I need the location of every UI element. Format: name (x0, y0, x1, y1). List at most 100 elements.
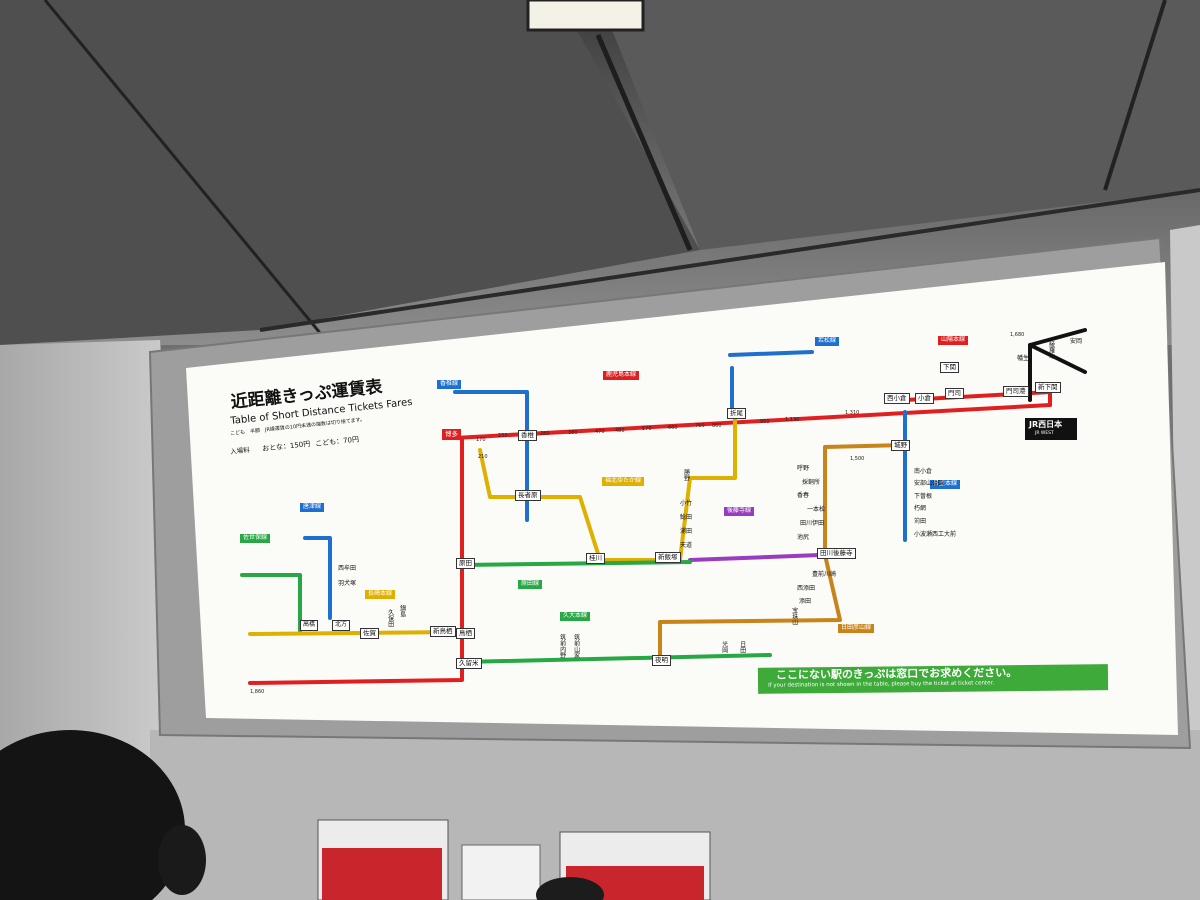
station-kyuragi: 西牟田 (338, 565, 357, 572)
station-kawara: 一本松 (807, 506, 826, 513)
station-bungomitsuyoshi: 日田 (738, 641, 746, 653)
station-kotake: 鯰田 (680, 514, 693, 521)
fare-570: 570 (642, 426, 652, 432)
fare-1310: 1,310 (845, 410, 860, 416)
sasebo-line (240, 573, 302, 635)
fare-950: 950 (760, 419, 770, 425)
line-label-fukuhoku: 福北ゆたか線 (602, 477, 645, 486)
fare-1500: 1,500 (850, 456, 865, 462)
hub-hakata: 博多 (442, 429, 461, 441)
fare-470: 470 (595, 429, 605, 435)
hub-shimonoseki: 下関 (940, 362, 959, 374)
fare-1680: 1,680 (1010, 332, 1025, 338)
station-yasuoka: 安岡 (1070, 338, 1083, 345)
station-tagawaita: 池尻 (797, 534, 810, 541)
hub-saga: 佐賀 (360, 628, 379, 640)
gotoji-line (688, 553, 822, 562)
line-label-sasebo: 佐世保線 (240, 534, 271, 543)
station-obasenishikodaimae: 小波瀬西工大前 (914, 531, 957, 538)
fare-210: 210 (478, 454, 488, 460)
fare-380: 380 (568, 430, 578, 436)
station-abeyamakoen: 安部山公園 (914, 480, 945, 487)
line-label-sanyo: 山陽本線 (938, 336, 969, 345)
notice-paper (461, 844, 541, 900)
line-label-hitahikosan: 日田彦山線 (838, 624, 875, 633)
hub-harada: 原田 (456, 558, 475, 570)
hub-chojabaru: 長者原 (515, 490, 541, 502)
fukuhoku-line (478, 413, 737, 562)
station-namazuta: 浦田 (680, 528, 693, 535)
bottom-notice-jp: ここにない駅のきっぷは窓口でお求めください。 (775, 666, 1018, 682)
fare-760: 760 (695, 423, 705, 429)
station-kanzaki: 久保田 (386, 609, 394, 627)
station-katsuno: 小竹 (680, 500, 693, 507)
kagoshima-line-main (453, 403, 1052, 440)
bottom-notice: ここにない駅のきっぷは窓口でお求めください。 If your destinati… (757, 664, 1109, 694)
hub-jono: 城野 (891, 440, 910, 452)
station-chikuzenuchino: 筑前内野 (558, 634, 566, 658)
station-buzenkawasaki: 西添田 (797, 585, 816, 592)
hub-tosu: 鳥栖 (456, 628, 475, 640)
hub-orio: 折尾 (727, 408, 746, 420)
ceiling-panel-left (0, 0, 700, 345)
fare-660: 660 (668, 425, 678, 431)
station-ayaragi: 綾羅木 (1047, 341, 1055, 359)
station-kusami: 朽網 (914, 505, 927, 512)
station-saidosho: 香春 (797, 492, 810, 499)
kashii-line (453, 390, 529, 522)
station-ipponmatsu: 田川伊田 (800, 520, 825, 527)
sign-panel (186, 262, 1178, 735)
sanyo-black-2 (1028, 343, 1087, 374)
hub-shinshimonoseki: 新下関 (1035, 382, 1061, 394)
fare-280: 280 (540, 431, 550, 437)
line-label-nippo: 日豊本線 (930, 480, 961, 489)
station-minamikokura: 南小倉 (914, 468, 933, 475)
line-label-nagasaki: 長崎本線 (365, 590, 396, 599)
station-taku: 羽犬塚 (338, 580, 357, 587)
ceiling-panel-right (600, 0, 1200, 250)
fare-1130: 1,130 (785, 417, 800, 423)
station-shimosone: 下曽根 (914, 493, 933, 500)
harada-line (460, 560, 692, 567)
hub-yoake: 夜明 (652, 655, 671, 667)
line-label-kashii: 香椎線 (437, 380, 462, 389)
line-label-karatsu: 唐津線 (300, 503, 325, 512)
line-label-kagoshima: 鹿児島本線 (603, 371, 640, 380)
fare-860: 860 (712, 423, 722, 429)
hub-shintosu: 新鳥栖 (430, 626, 456, 638)
station-nogata: 勝野 (682, 469, 690, 481)
hub-kurume: 久留米 (456, 658, 482, 670)
nagasaki-line (248, 630, 464, 636)
line-label-wakamatsu: 若松線 (815, 337, 840, 346)
fare-1860: 1,860 (250, 689, 265, 695)
station-kanda: 苅田 (914, 518, 927, 525)
station-kubota: 北方 (332, 620, 351, 631)
logo-text-en: JR WEST (1035, 431, 1054, 436)
hitahikosan-line (658, 443, 907, 657)
fare-180: 170 (476, 437, 486, 443)
hub-kokura: 小倉 (915, 393, 934, 405)
line-label-gotoji: 後藤寺線 (724, 507, 755, 516)
ceiling-light (526, 0, 645, 32)
person-head-background (158, 825, 206, 895)
hub-moji: 門司 (945, 388, 964, 400)
fare-230: 230 (498, 433, 508, 439)
wakamatsu-branch (728, 350, 814, 357)
karatsu-line (303, 536, 332, 620)
hub-kashii: 香椎 (518, 430, 537, 442)
station-nishisoeda: 添田 (799, 598, 812, 605)
station-hatabu: 幡生 (1017, 355, 1030, 362)
station-chikuzenyamae: 筑前山家 (572, 634, 580, 658)
logo-text: JR西日本 (1029, 420, 1063, 429)
station-ishiharamachi: 呼野 (797, 465, 810, 472)
hub-tagawagotoji: 田川後藤寺 (817, 548, 856, 560)
kyudai-line (460, 653, 772, 664)
kagoshima-line-south (248, 438, 464, 685)
line-label-kyudai: 久大本線 (560, 612, 591, 621)
hub-nishikokura: 西小倉 (884, 393, 910, 405)
hub-keisen: 桂川 (586, 553, 605, 565)
station-hizenyamaguchi: 高橋 (300, 620, 319, 631)
entry-label: 入場料 (229, 445, 251, 456)
station-ikejiri: 豊前川崎 (812, 571, 837, 578)
